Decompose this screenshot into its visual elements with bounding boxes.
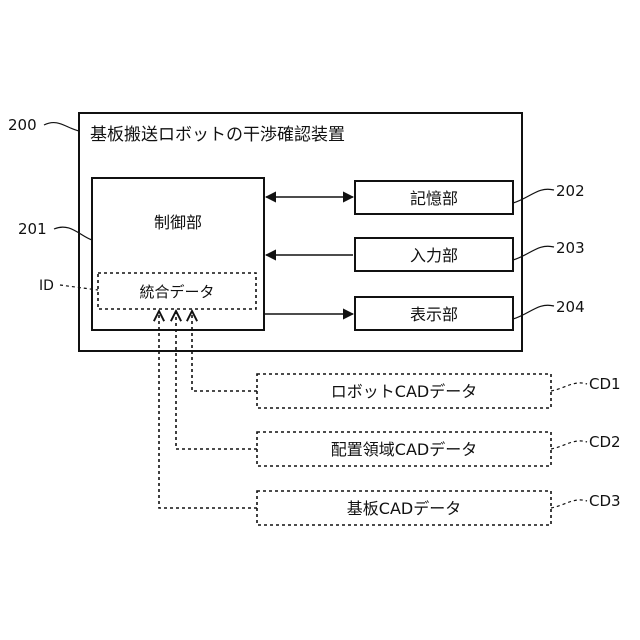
display-unit-label: 表示部: [410, 305, 458, 324]
storage-unit-label: 記憶部: [410, 189, 458, 208]
layout-area-cad-leader: [551, 441, 587, 449]
control-label: 制御部: [154, 213, 202, 232]
layout-area-cad-label: 配置領域CADデータ: [331, 440, 477, 459]
substrate-cad-feed-arrow: [159, 311, 257, 508]
layout-area-cad-ref: CD2: [589, 433, 621, 451]
integrated-data-label: 統合データ: [139, 283, 214, 301]
substrate-cad-ref: CD3: [589, 492, 621, 510]
control-box: [92, 178, 264, 330]
display-unit-leader: [513, 305, 554, 319]
robot-cad-label: ロボットCADデータ: [331, 382, 477, 401]
input-unit-leader: [513, 246, 554, 260]
layout-area-cad-feed-arrow: [176, 311, 257, 449]
display-unit-ref: 204: [556, 298, 585, 316]
integrated-ref: ID: [39, 278, 54, 294]
device-ref: 200: [8, 116, 37, 134]
substrate-cad-label: 基板CADデータ: [347, 499, 461, 518]
input-unit-ref: 203: [556, 239, 585, 257]
input-unit-label: 入力部: [410, 246, 458, 265]
control-ref: 201: [18, 220, 47, 238]
robot-cad-ref: CD1: [589, 375, 621, 393]
storage-unit-ref: 202: [556, 182, 585, 200]
control-leader: [54, 227, 92, 240]
device-leader: [44, 123, 79, 131]
device-title: 基板搬送ロボットの干渉確認装置: [90, 125, 345, 145]
substrate-cad-leader: [551, 500, 587, 508]
storage-unit-leader: [513, 189, 554, 203]
robot-cad-leader: [551, 383, 587, 391]
